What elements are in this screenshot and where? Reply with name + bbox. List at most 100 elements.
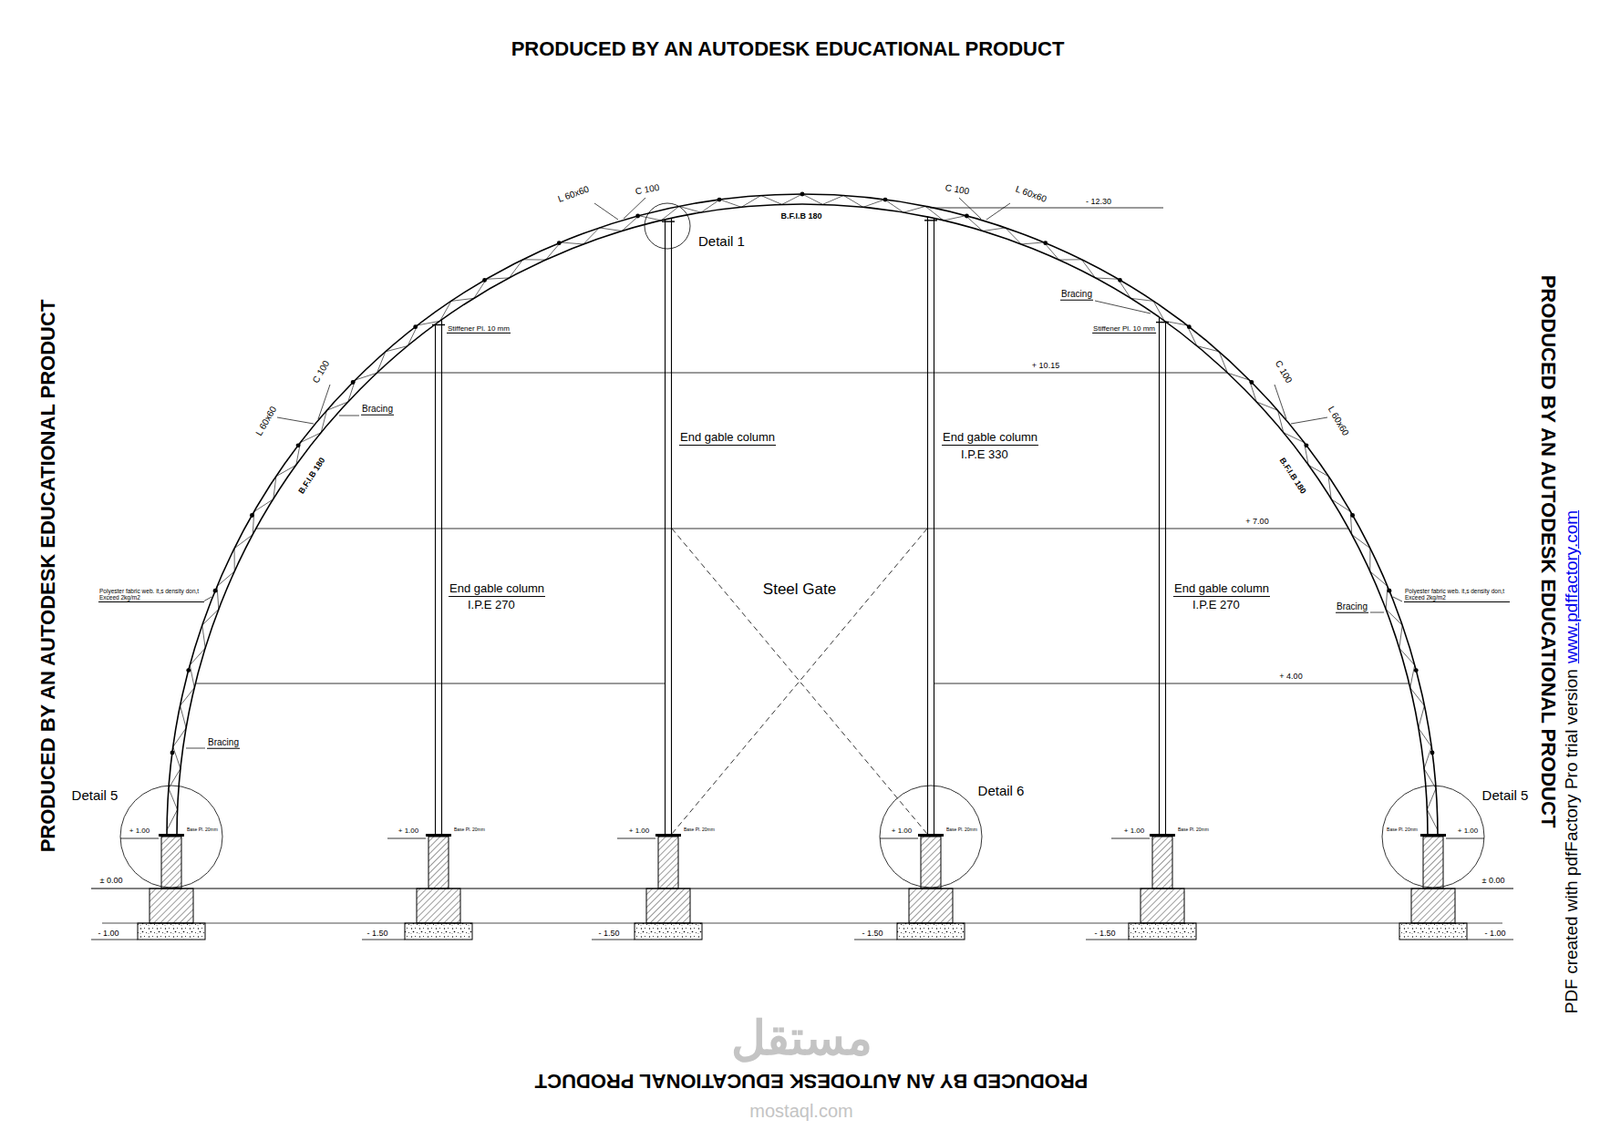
callout-leader bbox=[339, 415, 360, 417]
purlin-mark bbox=[635, 214, 640, 219]
base-plate bbox=[918, 834, 944, 837]
gate-name: Steel Gate bbox=[762, 580, 837, 599]
callout-leader bbox=[277, 417, 314, 424]
detail-circle bbox=[1382, 785, 1485, 888]
member-callout: C 100 bbox=[1272, 358, 1295, 387]
girt-line bbox=[195, 683, 665, 685]
girt-line bbox=[934, 683, 1410, 685]
lean-concrete bbox=[897, 923, 965, 940]
purlin-mark bbox=[170, 751, 176, 756]
gable-column bbox=[664, 219, 666, 835]
detail-tag: Detail 6 bbox=[977, 783, 1026, 799]
level-leader bbox=[1085, 939, 1129, 941]
detail-circle bbox=[644, 203, 691, 249]
level-leader bbox=[1445, 838, 1485, 840]
purlin-mark bbox=[1430, 751, 1435, 756]
watermark: PRODUCED BY AN AUTODESK EDUCATIONAL PROD… bbox=[1536, 274, 1559, 830]
plate-callout: Base Pl. 20mm bbox=[1385, 827, 1419, 834]
detail-tag: Detail 5 bbox=[1481, 787, 1530, 804]
gate-brace bbox=[671, 528, 928, 835]
member-callout: C 100 bbox=[309, 358, 332, 387]
detail-tag: Detail 5 bbox=[71, 787, 120, 804]
section-name: B.F.I.B 180 bbox=[296, 454, 328, 496]
plate-callout: Stiffener Pl. 10 mm bbox=[1092, 324, 1157, 334]
callout-leader bbox=[1370, 612, 1384, 614]
watermark: PRODUCED BY AN AUTODESK EDUCATIONAL PROD… bbox=[510, 37, 1066, 61]
gable-column bbox=[933, 218, 935, 835]
stiffener-plate bbox=[661, 220, 675, 222]
pedestal bbox=[1423, 836, 1444, 889]
purlin-mark bbox=[296, 443, 301, 448]
base-plate bbox=[425, 834, 452, 837]
callout-leader bbox=[623, 197, 646, 219]
footing bbox=[416, 888, 461, 924]
site-watermark: مستقل bbox=[730, 1011, 874, 1067]
level-mark: - 1.00 bbox=[96, 929, 120, 939]
level-mark: + 1.00 bbox=[1456, 826, 1479, 836]
level-leader bbox=[1111, 838, 1150, 840]
lean-concrete bbox=[1128, 923, 1197, 940]
purlin-mark bbox=[412, 324, 418, 330]
level-mark: + 1.00 bbox=[1123, 826, 1146, 836]
purlin-mark bbox=[800, 192, 806, 197]
arch-inner-chord bbox=[176, 204, 1428, 837]
footing bbox=[646, 888, 691, 924]
pedestal bbox=[658, 836, 679, 889]
level-mark: + 1.00 bbox=[128, 826, 151, 836]
level-mark: + 1.00 bbox=[397, 826, 420, 836]
purlin-mark bbox=[1187, 324, 1192, 330]
member-callout: Bracing bbox=[361, 403, 394, 416]
callout-leader bbox=[959, 197, 981, 219]
purlin-mark bbox=[213, 588, 218, 594]
footing bbox=[908, 888, 953, 924]
gable-column bbox=[441, 320, 443, 835]
level-leader bbox=[617, 838, 656, 840]
purlin-mark bbox=[350, 380, 356, 385]
pedestal bbox=[428, 836, 449, 889]
section-size: I.P.E 270 bbox=[466, 598, 517, 613]
callout-leader bbox=[986, 203, 1011, 220]
section-name: B.F.I.B 180 bbox=[1277, 454, 1309, 496]
level-mark: + 1.00 bbox=[890, 826, 913, 836]
cladding-note: Polyester fabric web. it,s density don,t… bbox=[98, 588, 205, 603]
site-watermark: mostaql.com bbox=[748, 1101, 854, 1123]
member-callout: L 60x60 bbox=[253, 403, 280, 439]
plate-callout: Base Pl. 20mm bbox=[185, 827, 219, 834]
section-size: I.P.E 270 bbox=[1191, 598, 1241, 613]
pdf-note-strip: PDF created with pdfFactory Pro trial ve… bbox=[1561, 510, 1582, 1014]
purlin-mark bbox=[557, 240, 562, 246]
callout-leader bbox=[1290, 417, 1328, 424]
pdf-link: www.pdffactory.com bbox=[1561, 510, 1582, 664]
lean-concrete bbox=[1399, 923, 1467, 940]
stiffener-plate bbox=[924, 219, 938, 221]
ground-line bbox=[91, 888, 1514, 890]
member-callout: L 60x60 bbox=[1325, 403, 1353, 439]
purlin-mark bbox=[1414, 668, 1419, 673]
detail-circle bbox=[120, 785, 223, 888]
lean-concrete bbox=[634, 923, 702, 940]
purlin-mark bbox=[1304, 443, 1310, 448]
pdf-note: PDF created with pdfFactory Pro trial ve… bbox=[1561, 669, 1582, 1014]
purlin-mark bbox=[1387, 588, 1393, 594]
level-leader bbox=[929, 207, 1164, 209]
pedestal bbox=[161, 836, 182, 889]
level-leader bbox=[387, 838, 426, 840]
level-leader bbox=[1466, 939, 1514, 941]
purlin-mark bbox=[249, 513, 255, 518]
column-name: End gable column bbox=[1173, 582, 1270, 598]
level-mark: - 1.50 bbox=[1093, 929, 1116, 939]
purlin-mark bbox=[1117, 278, 1123, 283]
callout-leader bbox=[185, 748, 206, 750]
base-plate bbox=[158, 834, 185, 837]
member-callout: L 60x60 bbox=[1013, 183, 1050, 206]
purlin-mark bbox=[717, 197, 723, 203]
foundation-line bbox=[102, 923, 1503, 925]
member-callout: Bracing bbox=[1335, 601, 1369, 614]
level-leader bbox=[879, 838, 919, 840]
callout-leader bbox=[1094, 300, 1151, 314]
purlin-mark bbox=[1350, 513, 1355, 518]
column-name: End gable column bbox=[448, 582, 546, 598]
cladding-note: Polyester fabric web. it,s density don,t… bbox=[1403, 588, 1510, 603]
